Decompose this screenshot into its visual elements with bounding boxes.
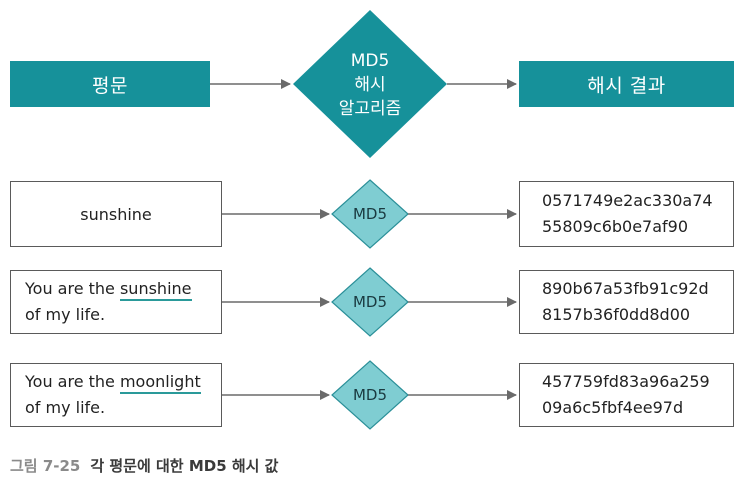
plaintext-header-label: 평문 [92,74,128,97]
hash-line-2-2: 8157b36f0dd8d00 [542,305,691,324]
hash-box-1: 0571749e2ac330a74 55809c6b0e7af90 [519,181,734,247]
md5-diamond-1: MD5 [335,200,405,228]
input-box-3: You are the moonlight of my life. [10,363,222,427]
input-box-1: sunshine [10,181,222,247]
figure-caption: 그림 7-25 각 평문에 대한 MD5 해시 값 [10,455,279,476]
algorithm-diamond-shape [293,10,447,158]
md5-diamond-shape-1 [331,179,409,249]
input-box-2: You are the sunshine of my life. [10,270,222,334]
hash-result-header-box: 해시 결과 [519,61,734,107]
hash-box-3: 457759fd83a96a259 09a6c5fbf4ee97d [519,363,734,427]
hash-line-1-2: 55809c6b0e7af90 [542,217,689,236]
input-highlight-3: moonlight [119,372,201,394]
algorithm-diamond: MD5 해시 알고리즘 [310,40,430,130]
md5-diamond-3: MD5 [335,381,405,409]
input-text-1: sunshine [80,204,152,224]
md5-label-3: MD5 [352,386,388,404]
md5-diamond-shape-3 [331,360,409,430]
algorithm-line-2: 해시 [354,75,386,95]
algorithm-line-1: MD5 [350,51,390,71]
figure-number: 그림 7-25 [10,457,81,475]
algorithm-line-3: 알고리즘 [338,99,402,119]
hash-line-3-2: 09a6c5fbf4ee97d [542,398,684,417]
input-highlight-2: sunshine [119,279,192,301]
md5-label-1: MD5 [352,205,388,223]
hash-result-header-label: 해시 결과 [587,74,666,97]
hash-line-3-1: 457759fd83a96a259 [542,372,710,391]
hash-box-2: 890b67a53fb91c92d 8157b36f0dd8d00 [519,270,734,334]
hash-line-1-1: 0571749e2ac330a74 [542,191,713,210]
input-prefix-2: You are the [25,279,120,298]
plaintext-header-box: 평문 [10,61,210,107]
md5-label-2: MD5 [352,293,388,311]
md5-diamond-shape-2 [331,267,409,337]
input-line-2-2: of my life. [25,305,106,324]
figure-title: 각 평문에 대한 MD5 해시 값 [90,457,279,475]
md5-diamond-2: MD5 [335,288,405,316]
input-line-2-1: You are the sunshine [25,276,192,302]
hash-line-2-1: 890b67a53fb91c92d [542,279,709,298]
input-line-3-2: of my life. [25,398,106,417]
input-prefix-3: You are the [25,372,120,391]
input-line-3-1: You are the moonlight [25,369,201,395]
